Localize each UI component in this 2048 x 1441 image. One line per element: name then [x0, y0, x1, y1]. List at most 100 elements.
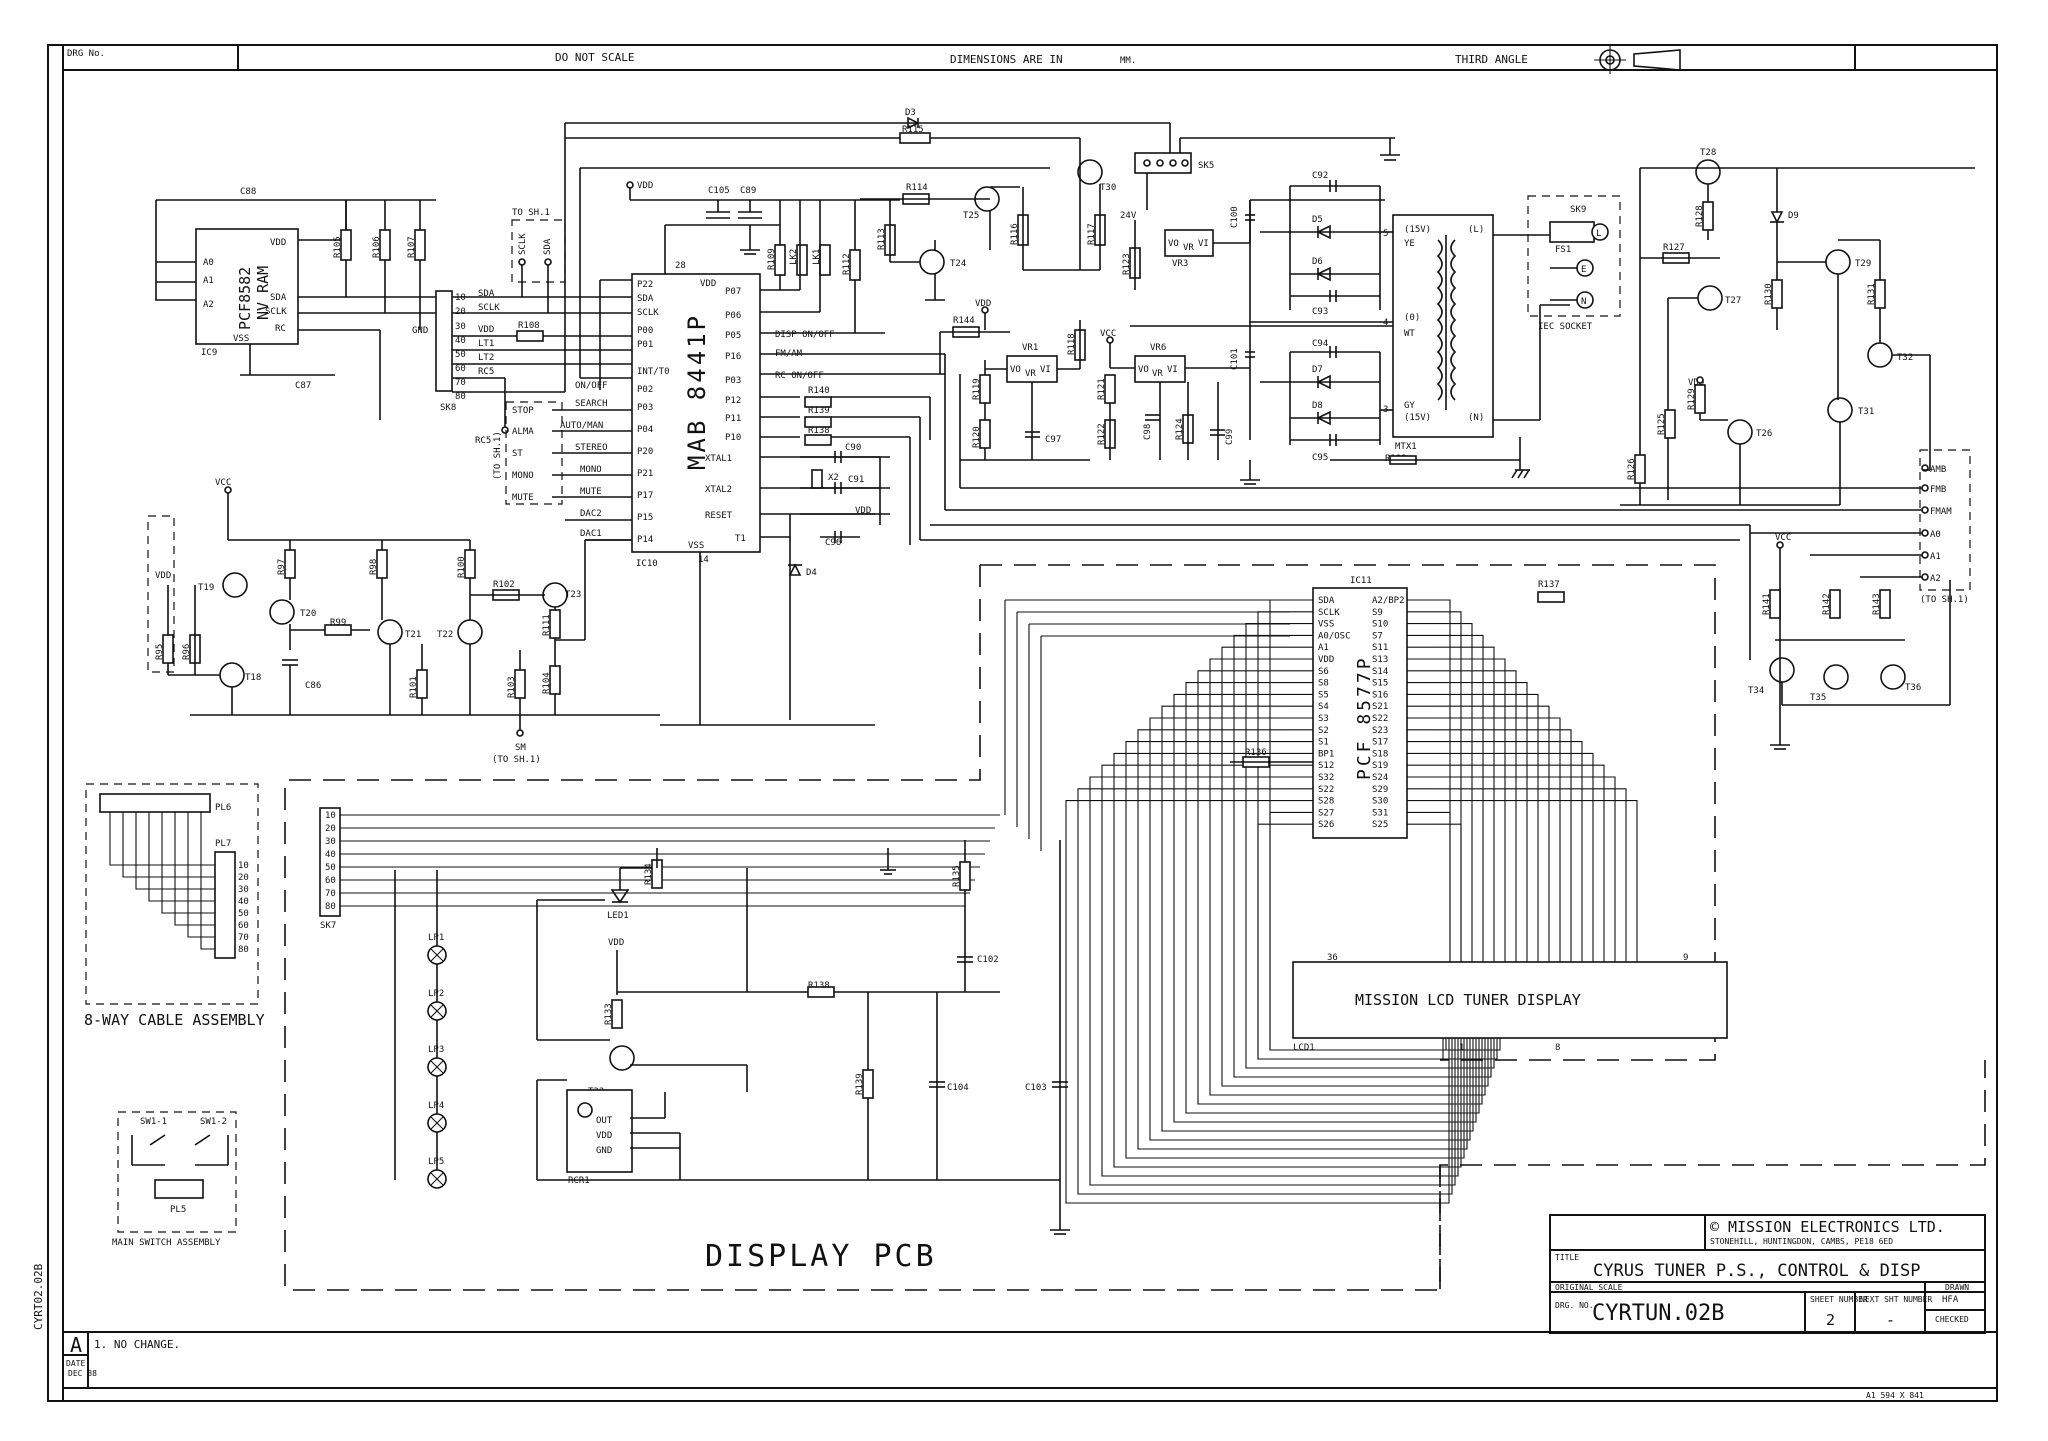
svg-text:VO: VO	[1138, 365, 1149, 375]
svg-text:P04: P04	[637, 425, 653, 435]
svg-text:VI: VI	[1198, 239, 1209, 249]
svg-text:T30: T30	[1100, 183, 1116, 193]
svg-text:C94: C94	[1312, 339, 1328, 349]
svg-text:D4: D4	[806, 568, 817, 578]
svg-text:8: 8	[1555, 1043, 1560, 1053]
ic9-pin-rc: RC	[275, 324, 286, 334]
svg-text:VR1: VR1	[1022, 343, 1038, 353]
ic11-left-pin: S32	[1318, 773, 1334, 783]
ic11-right-pin: S29	[1372, 785, 1388, 795]
svg-text:RC5: RC5	[475, 436, 491, 446]
svg-text:C93: C93	[1312, 307, 1328, 317]
drawing-border	[62, 44, 1998, 1402]
svg-text:SEARCH: SEARCH	[575, 399, 608, 409]
svg-text:R141: R141	[1762, 593, 1772, 615]
lcd-bus-line	[1430, 682, 1528, 962]
ic11-left-pin: VDD	[1318, 655, 1334, 665]
cable-wire	[200, 812, 215, 950]
ic10-supply: VDD C105 C89 R109 LK2 LK1 R112	[626, 181, 900, 333]
right-transistor-network: T28 R128 R127 T27 D9 R130 T29 R131 T32 T…	[1620, 148, 1975, 750]
sk8-connector: SK8 10 20 30 40 50 60 70 80 GND SDA SCLK…	[412, 289, 632, 446]
svg-text:R116: R116	[1010, 223, 1020, 245]
svg-text:5: 5	[1383, 229, 1388, 239]
lcd-bus-line	[1430, 599, 1451, 962]
lamp-label: LP1	[428, 933, 444, 943]
ic9-ref: IC9	[201, 348, 217, 358]
power-control-transistors: D3 R115 R114 T25 R113 T24 R116 T30 R117	[564, 108, 1170, 392]
ic11-left-pin: S3	[1318, 714, 1329, 724]
svg-text:ON/OFF: ON/OFF	[575, 381, 608, 391]
svg-text:PL7: PL7	[215, 839, 231, 849]
lamp-label: LP2	[428, 989, 444, 999]
ic11-right-pin: S25	[1372, 820, 1388, 830]
svg-text:VCC: VCC	[215, 478, 231, 488]
ic11-left-pin: S2	[1318, 726, 1329, 736]
lamp-label: LP4	[428, 1101, 444, 1111]
lamp-icon: LP3	[427, 1045, 447, 1077]
svg-text:VI: VI	[1040, 365, 1051, 375]
svg-text:T34: T34	[1748, 686, 1764, 696]
svg-text:R118: R118	[1067, 333, 1077, 355]
svg-text:L: L	[1596, 229, 1601, 239]
svg-text:DRAWN: DRAWN	[1945, 1283, 1969, 1292]
title-block: © MISSION ELECTRONICS LTD. STONEHILL, HU…	[1549, 1214, 1986, 1334]
lcd-bus-line	[1430, 776, 1616, 962]
side-drawing-label: CYRT02.02B	[32, 1263, 45, 1330]
pl7-pin-label: 20	[238, 873, 249, 883]
svg-text:(0): (0)	[1404, 313, 1420, 323]
svg-text:PL5: PL5	[170, 1205, 186, 1215]
sk5-and-vr3: SK5 24V VO VR VI VR3 R123	[1120, 123, 1400, 290]
svg-text:P05: P05	[725, 331, 741, 341]
ic9-pin-sclk: SCLK	[265, 307, 287, 317]
ic9-nvram: PCF8582 NV RAM IC9 VDD A0 A1 A2 SDA SCLK…	[155, 187, 436, 391]
lcd-bus-line	[1089, 776, 1456, 1186]
ic10-part: MAB 8441P	[683, 313, 711, 470]
svg-text:P07: P07	[725, 287, 741, 297]
svg-text:VCC: VCC	[1100, 329, 1116, 339]
revision-letter: A	[70, 1333, 82, 1357]
sk7-pin-label: 70	[325, 889, 336, 899]
svg-text:WT: WT	[1404, 329, 1415, 339]
drg-no-label: DRG No.	[67, 49, 105, 59]
lamp-icon: LP5	[427, 1157, 447, 1189]
svg-text:C91: C91	[848, 475, 864, 485]
ic11-left-pin: S8	[1318, 679, 1329, 689]
svg-text:T27: T27	[1725, 296, 1741, 306]
svg-text:T19: T19	[198, 583, 214, 593]
svg-text:R128: R128	[1695, 205, 1705, 227]
svg-text:R95: R95	[155, 644, 165, 660]
ic11-left-pin: S27	[1318, 808, 1334, 818]
lcd-bus-line	[1430, 693, 1539, 962]
lamp-icon: LP2	[427, 989, 447, 1021]
svg-text:(N): (N)	[1468, 413, 1484, 423]
lamp-icon: LP1	[427, 933, 447, 965]
pl7-pin-label: 50	[238, 909, 249, 919]
ic11-resistors: R137 R136	[1230, 580, 1565, 768]
ic9-pin-a1: A1	[203, 276, 214, 286]
svg-text:SK8: SK8	[440, 403, 456, 413]
svg-text:10: 10	[455, 293, 466, 303]
cable-assembly: PL6 PL7 8-WAY CABLE ASSEMBLY	[84, 783, 265, 1029]
ic11-right-pin: S30	[1372, 797, 1388, 807]
svg-text:R101: R101	[409, 676, 419, 698]
ic9-pin-vdd: VDD	[270, 238, 286, 248]
units-label: MM.	[1120, 56, 1136, 66]
ic11-left-pin: S6	[1318, 667, 1329, 677]
svg-text:(TO SH.1): (TO SH.1)	[492, 755, 541, 765]
svg-text:R97: R97	[277, 559, 287, 575]
svg-text:MUTE: MUTE	[512, 493, 534, 503]
svg-text:30: 30	[455, 322, 466, 332]
svg-text:VSS: VSS	[688, 541, 704, 551]
svg-text:P21: P21	[637, 469, 653, 479]
svg-text:C99: C99	[1225, 429, 1235, 445]
svg-text:P20: P20	[637, 447, 653, 457]
switch-inputs-box: (TO SH.1) STOP ALMA ST MONO MUTE ON/OFF …	[493, 381, 632, 541]
svg-text:R122: R122	[1097, 423, 1107, 445]
ic10-ref: IC10	[636, 559, 658, 569]
cable-wire	[174, 812, 215, 926]
cable-wire	[187, 812, 215, 938]
svg-text:36: 36	[1327, 953, 1338, 963]
ic11-ref: IC11	[1350, 576, 1372, 586]
svg-text:VO: VO	[1168, 239, 1179, 249]
svg-text:R117: R117	[1087, 223, 1097, 245]
